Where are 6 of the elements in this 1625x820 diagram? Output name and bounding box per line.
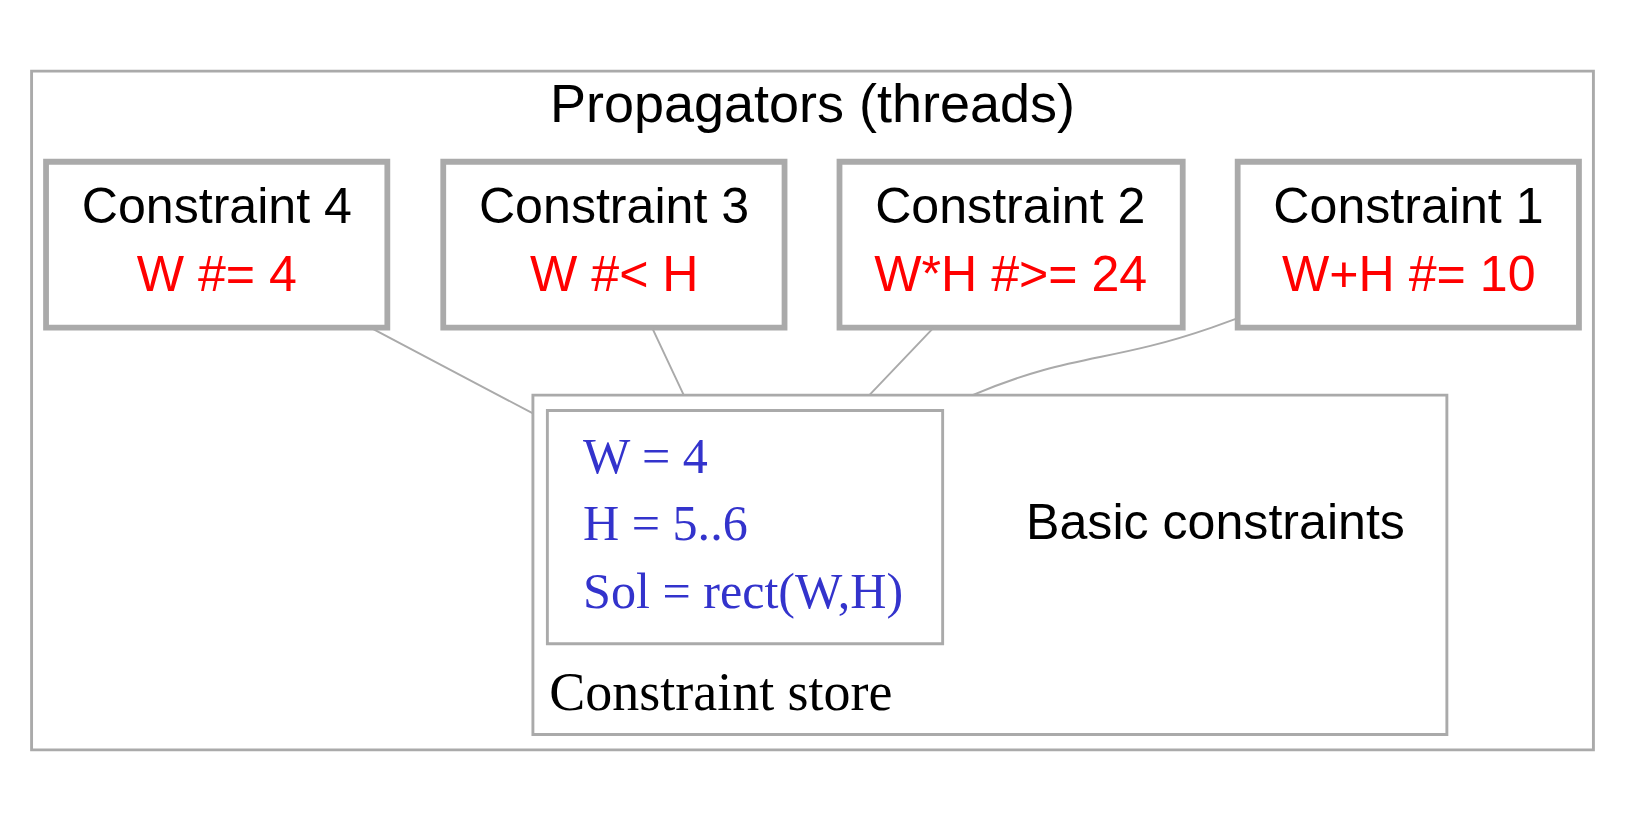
node-box: Constraint 1 W+H #= 10 (1234, 158, 1582, 330)
node-box: Constraint 4 W #= 4 (43, 158, 391, 330)
node-label: Basic constraints (1026, 493, 1405, 550)
node-box: W = 4 H = 5..6 Sol = rect(W,H) (545, 408, 945, 645)
node-box: Constraint 3 W #< H (440, 158, 788, 330)
node-box: Constraint 2 W*H #>= 24 (836, 158, 1186, 330)
